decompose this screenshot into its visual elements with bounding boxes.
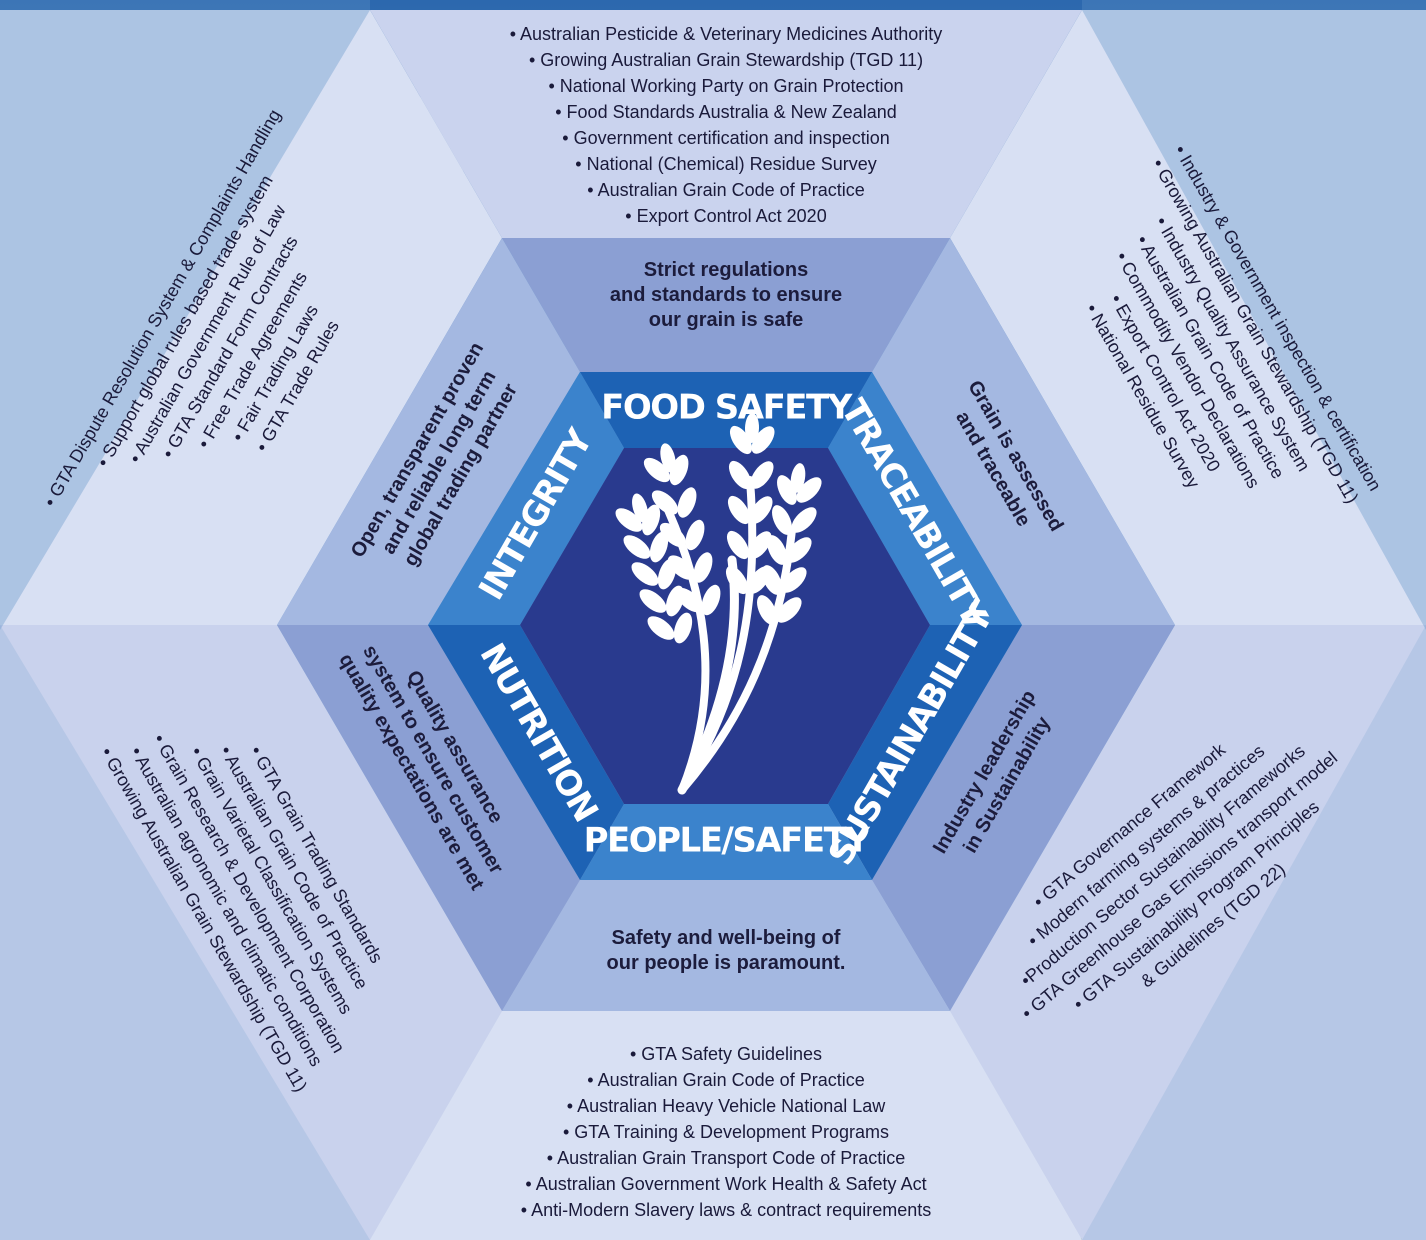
wheat-kernel <box>649 531 669 563</box>
middle-segment-lower-right <box>872 625 1175 1011</box>
wheat-kernel <box>725 565 749 595</box>
wheat-kernel <box>673 612 693 644</box>
wheat-kernel <box>677 487 697 518</box>
list-item: • GTA Safety Guidelines <box>630 1044 822 1064</box>
list-item: • Australian Grain Transport Code of Pra… <box>547 1148 905 1168</box>
wheat-kernel <box>762 565 782 595</box>
list-item: • GTA Training & Development Programs <box>563 1122 889 1142</box>
wheat-kernel <box>777 475 797 505</box>
wheat-kernel <box>728 460 752 490</box>
summary-line: and standards to ensure <box>610 284 842 306</box>
list-item: • Australian Pesticide & Veterinary Medi… <box>510 24 943 44</box>
pillar-segment-lower-left <box>428 625 624 880</box>
summary-line: our people is paramount. <box>607 952 846 974</box>
summary-line: Safety and well-being of <box>612 927 841 949</box>
wheat-kernel <box>615 508 643 532</box>
wheat-kernel <box>748 531 772 559</box>
list-item: • National Working Party on Grain Protec… <box>548 76 903 96</box>
wheat-kernel <box>786 537 812 563</box>
pillar-segment-top <box>580 372 872 448</box>
list-food-safety: • Australian Pesticide & Veterinary Medi… <box>510 24 943 226</box>
list-item: • Australian Heavy Vehicle National Law <box>567 1096 886 1116</box>
middle-segment-top <box>502 238 950 372</box>
wheat-kernel <box>643 457 671 483</box>
outer-corner-shade <box>0 625 370 1240</box>
wheat-kernel <box>790 463 806 493</box>
wheat-icon <box>615 413 822 795</box>
outer-segment-lower-left <box>0 625 502 1240</box>
outer-segment-lower-right <box>950 625 1426 1240</box>
outer-corner-shade <box>0 0 370 630</box>
list-item: • Australian Grain Code of Practice <box>587 180 864 200</box>
wheat-kernel <box>631 562 659 586</box>
list-item: • Growing Australian Grain Stewardship (… <box>529 50 923 70</box>
wheat-kernel <box>727 495 751 525</box>
wheat-kernel <box>757 595 777 625</box>
wheat-kernel <box>701 584 721 616</box>
wheat-kernel <box>796 477 822 503</box>
wheat-kernel <box>693 552 713 583</box>
outer-corner-shade <box>1082 625 1426 1240</box>
wheat-kernel <box>660 443 676 473</box>
wheat-kernel <box>623 535 651 559</box>
list-people-safety: • GTA Safety Guidelines • Australian Gra… <box>521 1044 931 1220</box>
outer-segment-bottom <box>370 1011 1082 1240</box>
pillar-label-food-safety: FOOD SAFETY <box>601 388 853 428</box>
wheat-kernel <box>772 505 792 535</box>
outer-segment-top <box>370 10 1082 238</box>
wheat-kernel <box>665 585 685 617</box>
list-item: • Anti-Modern Slavery laws & contract re… <box>521 1200 931 1220</box>
list-item: • Australian Government Work Health & Sa… <box>525 1174 926 1194</box>
wheat-kernel <box>657 558 677 590</box>
pillar-segment-upper-right <box>828 372 1022 625</box>
pillar-segment-upper-left <box>428 372 624 625</box>
wheat-kernel <box>647 616 675 640</box>
summary-food-safety: Strict regulations and standards to ensu… <box>610 259 842 331</box>
middle-segment-upper-left <box>277 238 580 625</box>
middle-segment-upper-right <box>872 238 1175 625</box>
outer-segment-upper-right <box>950 10 1426 625</box>
middle-segment-bottom <box>502 880 950 1011</box>
list-item: • Food Standards Australia & New Zealand <box>555 102 897 122</box>
pillar-segment-lower-right <box>828 625 1022 880</box>
outer-segment-upper-left <box>0 10 502 625</box>
wheat-kernel <box>729 425 753 455</box>
list-item: • Australian Grain Code of Practice <box>587 1070 864 1090</box>
summary-line: our grain is safe <box>649 309 804 331</box>
summary-line: Strict regulations <box>644 259 808 281</box>
wheat-kernel <box>781 567 807 593</box>
wheat-kernel <box>791 507 817 533</box>
list-item: • National (Chemical) Residue Survey <box>575 154 876 174</box>
summary-people-safety: Safety and well-being of our people is p… <box>607 927 846 974</box>
pillar-label-people-safety: PEOPLE/SAFETY <box>584 821 871 861</box>
wheat-kernel <box>750 461 774 489</box>
wheat-kernel <box>726 530 750 560</box>
wheat-kernel <box>659 522 687 548</box>
wheat-kernel <box>651 490 679 515</box>
wheat-kernel <box>751 426 775 454</box>
wheat-kernel <box>776 597 802 623</box>
wheat-kernel <box>749 496 773 524</box>
outer-corner-shade <box>1082 0 1426 630</box>
middle-segment-lower-left <box>277 625 580 1011</box>
list-item: • Export Control Act 2020 <box>625 206 826 226</box>
wheat-kernel <box>632 493 648 523</box>
wheat-kernel <box>685 519 705 551</box>
pillar-segment-bottom <box>580 804 872 880</box>
wheat-kernel <box>744 413 760 443</box>
core-hexagon <box>520 448 930 804</box>
wheat-kernel <box>639 589 667 613</box>
list-item: • Government certification and inspectio… <box>562 128 889 148</box>
wheat-kernel <box>767 535 787 565</box>
